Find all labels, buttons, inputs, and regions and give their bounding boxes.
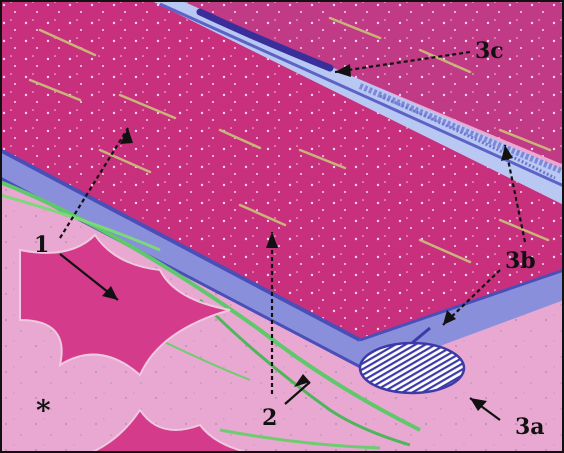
label-asterisk: * bbox=[36, 394, 51, 427]
label-3a: 3a bbox=[515, 414, 545, 440]
label-3c: 3c bbox=[475, 38, 504, 64]
label-1: 1 bbox=[34, 232, 49, 258]
label-3b: 3b bbox=[505, 248, 536, 274]
label-2: 2 bbox=[262, 405, 277, 431]
nucleus-3a bbox=[360, 343, 464, 393]
